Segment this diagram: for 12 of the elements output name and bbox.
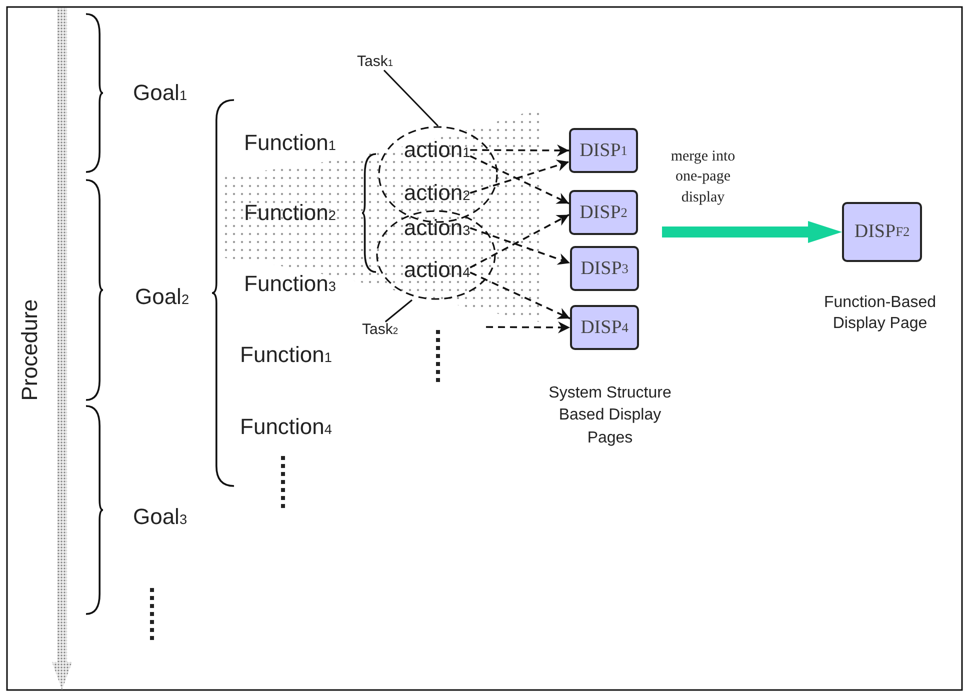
- arrow: [470, 155, 570, 204]
- leader-line: [384, 299, 412, 322]
- caption-text: Function-Based Display Page: [822, 293, 938, 334]
- label-text: System Structure Based Display Pages: [548, 383, 672, 448]
- arrow: [662, 221, 842, 243]
- arrow: [470, 272, 570, 320]
- dashed-ellipse: [376, 210, 496, 300]
- arrow: [470, 214, 570, 268]
- arrow: [470, 144, 569, 156]
- axis-label: Procedure: [18, 299, 42, 401]
- arrow: [486, 321, 570, 334]
- leader-line: [383, 70, 439, 127]
